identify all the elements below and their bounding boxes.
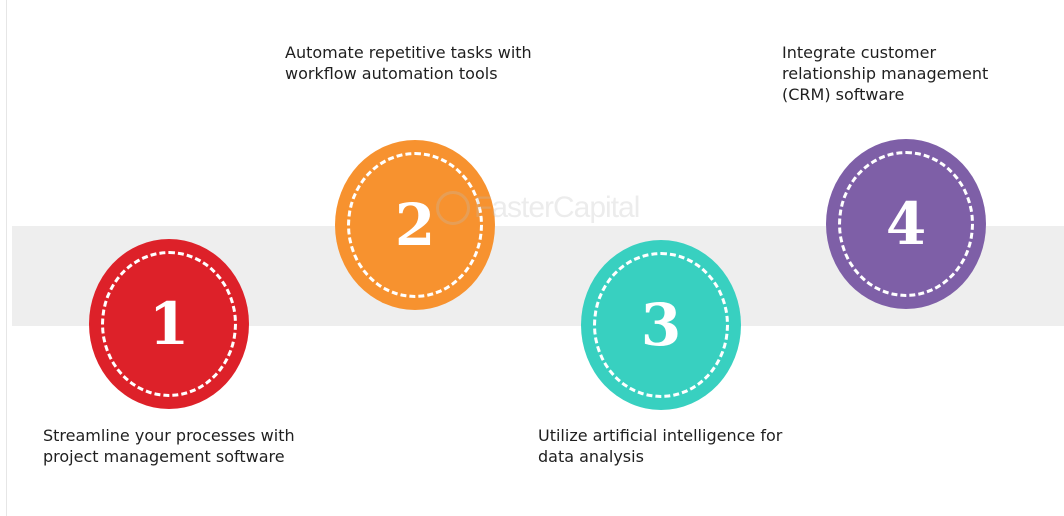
step-4-text-line: Integrate customer xyxy=(782,43,937,62)
left-border-line xyxy=(6,0,7,516)
step-4-dashed-ring xyxy=(838,151,974,297)
step-1-circle: 1 xyxy=(89,239,249,409)
step-4-text: Integrate customer relationship manageme… xyxy=(782,42,988,105)
step-4-circle: 4 xyxy=(826,139,986,309)
step-2-dashed-ring xyxy=(347,152,483,298)
step-3-text-line: Utilize artificial intelligence for xyxy=(538,426,783,445)
step-3-text: Utilize artificial intelligence for data… xyxy=(538,425,782,467)
step-2-text-line: Automate repetitive tasks with xyxy=(285,43,532,62)
step-1-text-line: project management software xyxy=(43,447,285,466)
step-1-dashed-ring xyxy=(101,251,237,397)
step-1-number: 1 xyxy=(148,290,190,358)
step-1-text-line: Streamline your processes with xyxy=(43,426,295,445)
step-2-number: 2 xyxy=(394,191,436,259)
step-2-circle: 2 xyxy=(335,140,495,310)
step-4-number: 4 xyxy=(885,190,927,258)
step-4-text-line: relationship management xyxy=(782,64,989,83)
step-2-text-line: workflow automation tools xyxy=(285,64,498,83)
step-3-circle: 3 xyxy=(581,240,741,410)
step-3-number: 3 xyxy=(640,291,682,359)
step-3-dashed-ring xyxy=(593,252,729,398)
step-4-text-line: (CRM) software xyxy=(782,85,905,104)
step-3-text-line: data analysis xyxy=(538,447,644,466)
watermark-text: FasterCapital xyxy=(474,191,640,224)
step-1-text: Streamline your processes with project m… xyxy=(43,425,295,467)
step-2-text: Automate repetitive tasks with workflow … xyxy=(285,42,532,84)
